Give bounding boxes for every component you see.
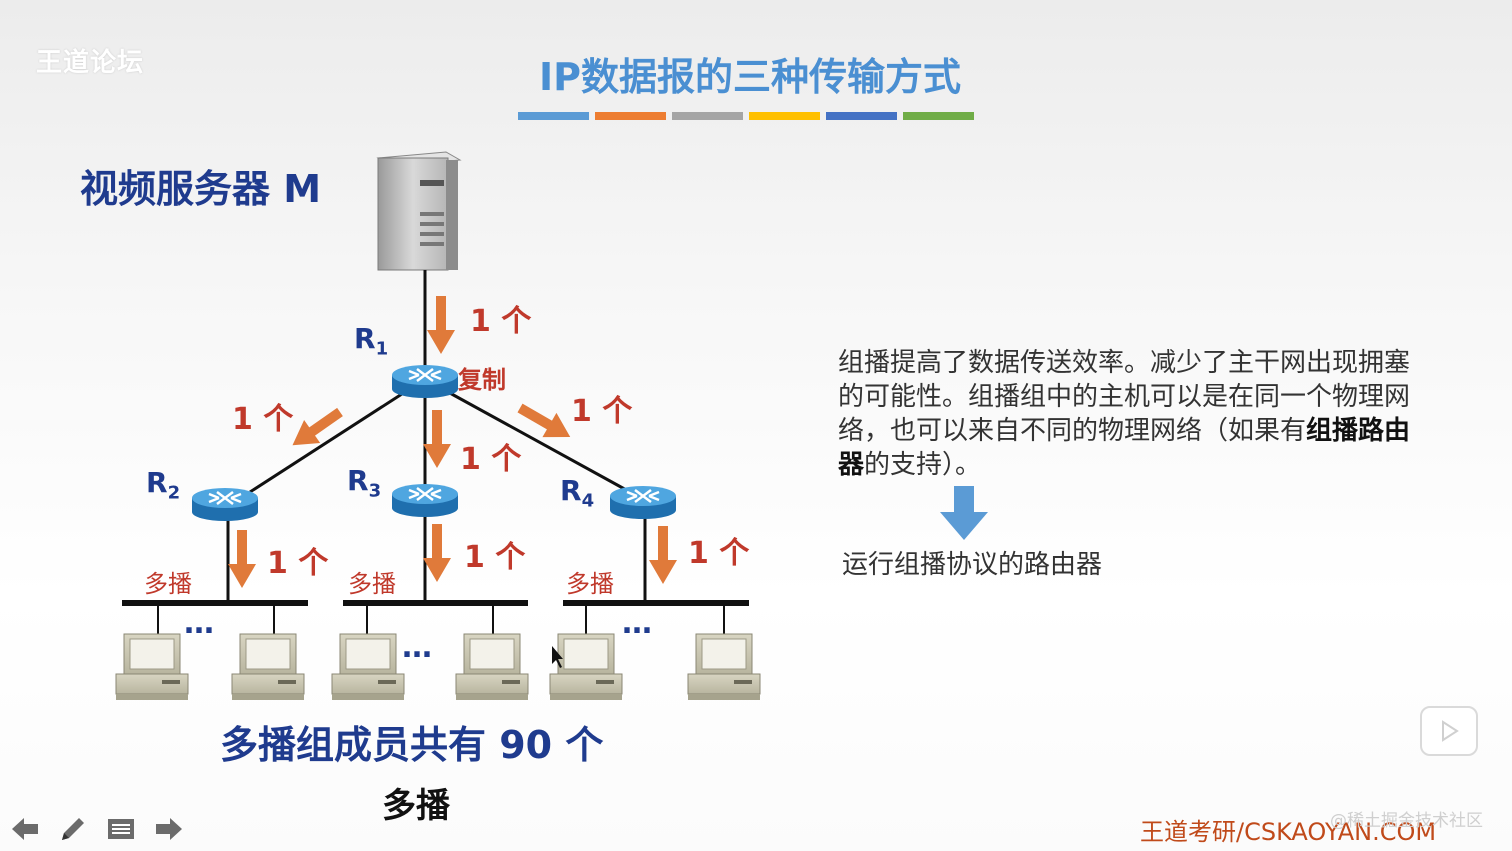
title-color-stripes — [518, 112, 974, 120]
count-label: 1 个 — [267, 546, 329, 581]
count-label: 1 个 — [464, 540, 526, 575]
router-r2-icon — [190, 486, 260, 523]
host-pc-icon — [455, 633, 529, 701]
ellipsis: … — [402, 630, 432, 665]
multicast-label: 多播 — [144, 570, 192, 598]
ellipsis: … — [622, 606, 652, 641]
copy-label: 复制 — [458, 366, 506, 394]
router-r3-icon — [390, 482, 460, 519]
play-icon — [1442, 720, 1459, 742]
description-text: 的支持）。 — [864, 450, 982, 480]
router-label-r4: R4 — [560, 474, 595, 512]
router-note: 运行组播协议的路由器 — [842, 550, 1103, 580]
description-bold-term: 组播路由器 — [838, 416, 1411, 480]
arrow-left-icon[interactable] — [8, 812, 42, 846]
description-text: 组播提高了数据传送效率。减少了主干网出现拥塞的可能性。组播组中的主机可以是在同一… — [838, 348, 1411, 446]
stripe — [826, 112, 897, 120]
arrow-down-icon — [940, 486, 988, 540]
router-label-r3: R3 — [347, 464, 382, 502]
count-label: 1 个 — [571, 394, 633, 429]
stripe — [749, 112, 820, 120]
lan-segments — [122, 600, 749, 634]
forum-watermark: 王道论坛 — [36, 48, 145, 78]
mouse-cursor-icon — [552, 646, 563, 668]
video-server-icon — [376, 151, 462, 271]
stripe — [518, 112, 589, 120]
host-pc-icon — [687, 633, 761, 701]
brand-footer: 王道考研/CSKAOYAN.COM — [1140, 818, 1437, 846]
router-r1-icon — [390, 363, 460, 400]
stripe — [903, 112, 974, 120]
arrow-right-icon[interactable] — [152, 812, 186, 846]
menu-icon[interactable] — [104, 812, 138, 846]
play-button[interactable] — [1420, 706, 1478, 756]
count-label: 1 个 — [470, 304, 532, 339]
pen-icon[interactable] — [56, 812, 90, 846]
juejin-watermark: @稀土掘金技术社区 — [1330, 811, 1483, 831]
stripe — [595, 112, 666, 120]
host-pc-icon — [115, 633, 189, 701]
arrow-down-icon — [649, 526, 677, 584]
stripe — [672, 112, 743, 120]
host-pc-icon — [231, 633, 305, 701]
group-member-count: 多播组成员共有 90 个 — [220, 723, 604, 767]
arrow-down-icon — [423, 524, 451, 582]
host-pc-icon — [331, 633, 405, 701]
multicast-label: 多播 — [566, 570, 614, 598]
arrow-down-icon — [228, 530, 256, 588]
router-label-r1: R1 — [354, 322, 389, 360]
server-label: 视频服务器 M — [80, 167, 322, 211]
arrow-down-icon — [427, 296, 455, 354]
count-label: 1 个 — [460, 442, 522, 477]
arrow-down-right-icon — [513, 395, 578, 450]
slide-title: IP数据报的三种传输方式 — [539, 55, 961, 99]
count-label: 1 个 — [232, 402, 294, 437]
diagram-caption: 多播 — [382, 786, 450, 826]
arrow-down-icon — [423, 410, 451, 468]
multicast-label: 多播 — [348, 570, 396, 598]
ellipsis: … — [184, 606, 214, 641]
router-r4-icon — [608, 484, 678, 521]
multicast-description: 组播提高了数据传送效率。减少了主干网出现拥塞的可能性。组播组中的主机可以是在同一… — [838, 346, 1413, 482]
count-label: 1 个 — [688, 536, 750, 571]
slide-nav — [8, 812, 186, 846]
router-label-r2: R2 — [146, 466, 181, 504]
